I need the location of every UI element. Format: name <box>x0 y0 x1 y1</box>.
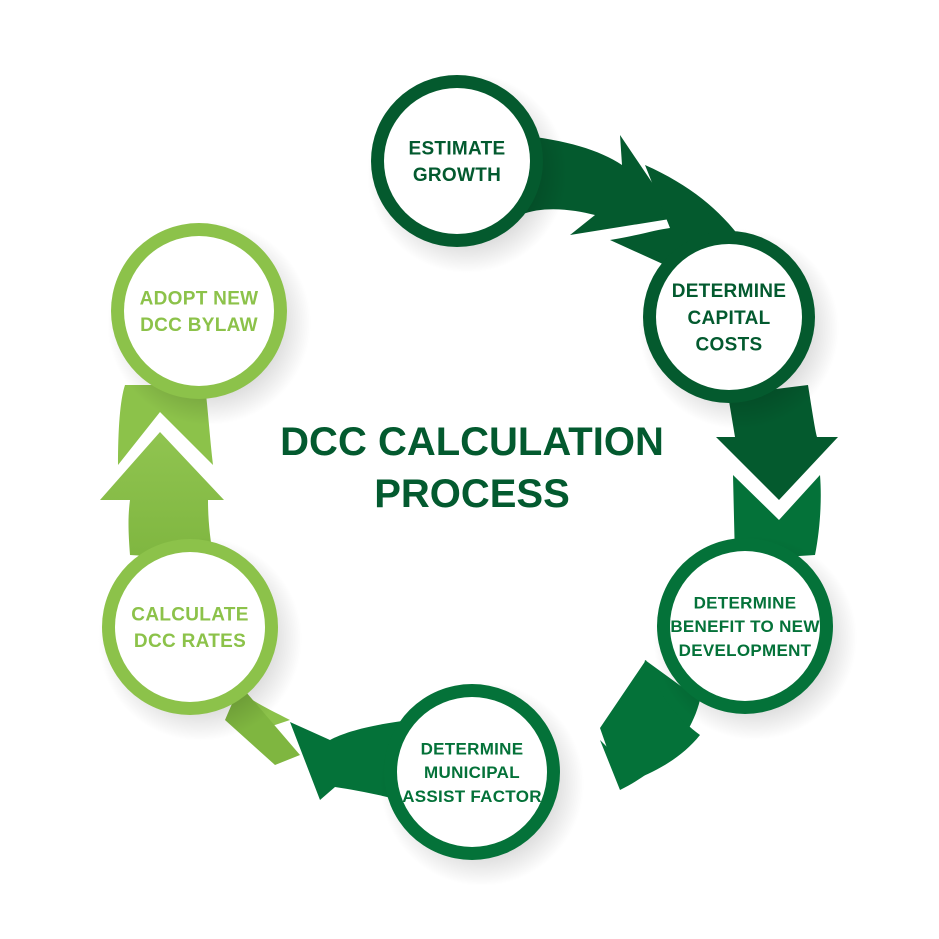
step-label-line: BENEFIT TO NEW <box>670 617 820 636</box>
step-label-line: DEVELOPMENT <box>679 641 812 660</box>
title-line-1: DCC CALCULATION <box>280 420 664 464</box>
step-label-line: CALCULATE <box>131 605 248 626</box>
step-label-line: COSTS <box>696 334 763 355</box>
step-determine-benefit: DETERMINE BENEFIT TO NEW DEVELOPMENT <box>653 536 857 740</box>
step-disc <box>656 244 802 390</box>
step-disc <box>115 552 265 702</box>
step-label-line: CAPITAL <box>687 308 770 329</box>
step-label-line: ASSIST FACTOR <box>402 787 542 806</box>
step-label-line: DCC BYLAW <box>140 315 258 336</box>
step-adopt-new-dcc-bylaw: ADOPT NEW DCC BYLAW <box>107 221 311 425</box>
title-line-2: PROCESS <box>374 472 570 516</box>
step-calculate-dcc-rates: CALCULATE DCC RATES <box>98 537 302 741</box>
step-disc <box>384 88 530 234</box>
step-disc <box>124 236 274 386</box>
step-disc <box>670 551 820 701</box>
steps-layer: ESTIMATEGROWTHDETERMINECAPITALCOSTSDETER… <box>98 73 857 886</box>
step-determine-capital-costs: DETERMINE CAPITAL COSTS <box>639 229 839 429</box>
step-label-line: ADOPT NEW <box>140 289 259 310</box>
step-label-line: DETERMINE <box>694 593 797 612</box>
step-estimate-growth: ESTIMATE GROWTH <box>367 73 567 273</box>
step-label-line: DETERMINE <box>672 281 787 302</box>
arrow-municipal-to-calculate <box>290 720 410 800</box>
arrow-segment <box>600 660 700 785</box>
step-label-line: DETERMINE <box>421 739 524 758</box>
step-determine-municipal-assist-factor: DETERMINE MUNICIPAL ASSIST FACTOR <box>380 682 584 886</box>
arrow-segment <box>290 720 410 800</box>
step-label-line: DCC RATES <box>134 631 246 652</box>
arrow-segment <box>100 432 224 560</box>
step-label-line: GROWTH <box>413 165 501 186</box>
diagram-title: DCC CALCULATION PROCESS <box>280 420 664 516</box>
step-label-line: MUNICIPAL <box>424 763 520 782</box>
step-label-line: ESTIMATE <box>408 139 505 160</box>
step-disc <box>397 697 547 847</box>
